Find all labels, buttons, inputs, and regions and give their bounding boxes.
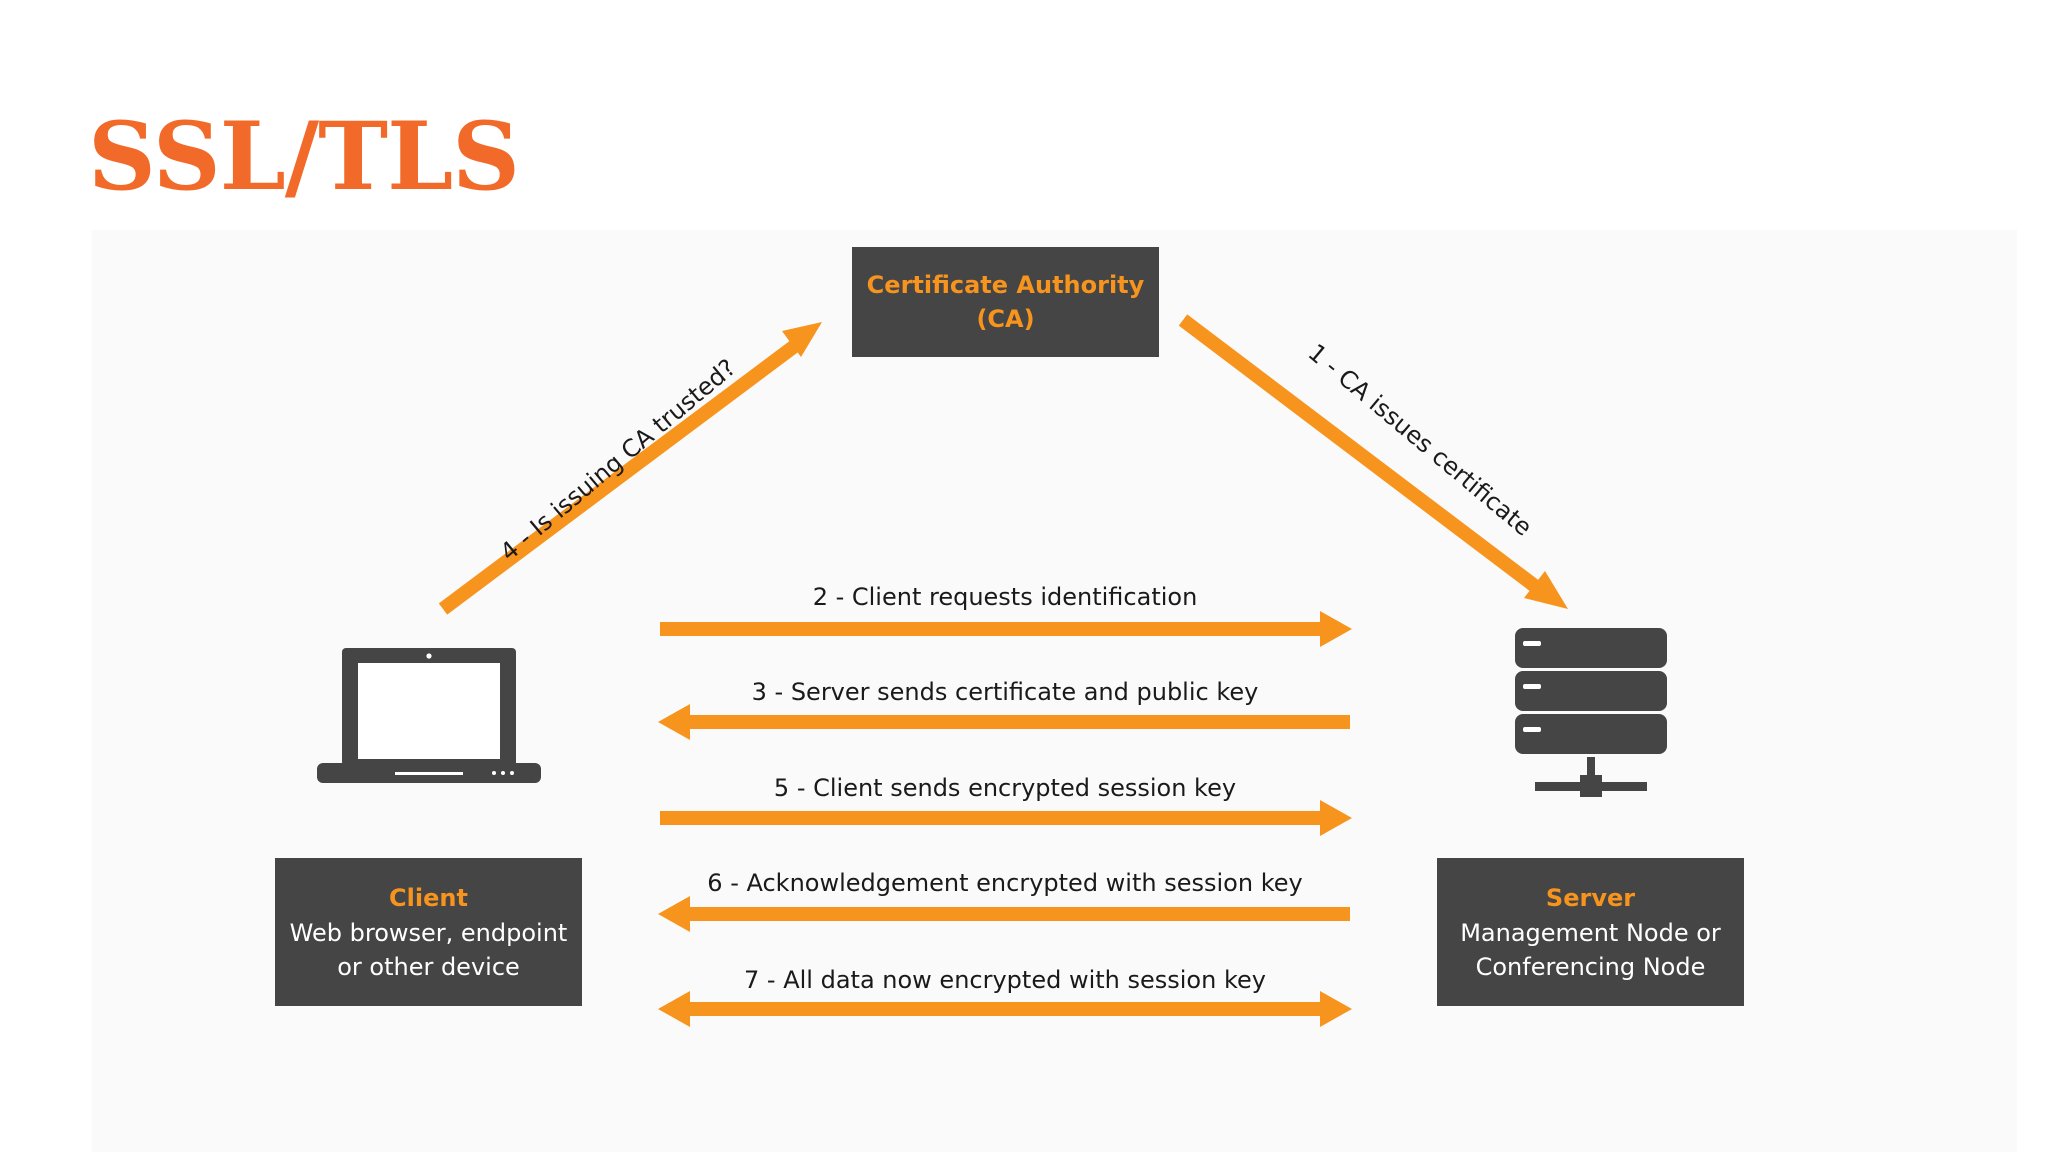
arrow-client-to-ca [438, 322, 822, 615]
step-7-label: 7 - All data now encrypted with session … [744, 966, 1266, 994]
arrow-step-3-left [658, 704, 1350, 740]
laptop-icon [317, 648, 541, 783]
arrow-step-5-right [660, 800, 1352, 836]
certificate-authority-box: Certificate Authority (CA) [852, 247, 1159, 357]
page-title: SSL/TLS [88, 102, 520, 212]
arrow-ca-to-server [1178, 314, 1568, 609]
client-title: Client [389, 883, 468, 912]
ca-title: Certificate Authority [866, 271, 1145, 299]
arrow-step-7-bidirectional [658, 991, 1352, 1027]
server-description-line-2: Conferencing Node [1475, 952, 1706, 981]
ca-subtitle: (CA) [976, 305, 1035, 333]
server-box: Server Management Node or Conferencing N… [1437, 858, 1744, 1006]
server-rack-icon [1515, 628, 1667, 797]
step-3-label: 3 - Server sends certificate and public … [751, 678, 1259, 706]
client-description-line-2: or other device [337, 952, 520, 981]
arrow-step-6-left [658, 896, 1350, 932]
step-2-label: 2 - Client requests identification [812, 583, 1198, 611]
arrow-step-2-right [660, 611, 1352, 647]
server-title: Server [1545, 883, 1636, 912]
server-description-line-1: Management Node or [1460, 918, 1721, 947]
client-description-line-1: Web browser, endpoint [289, 918, 568, 947]
step-5-label: 5 - Client sends encrypted session key [773, 774, 1237, 802]
step-6-label: 6 - Acknowledgement encrypted with sessi… [707, 869, 1303, 897]
client-box: Client Web browser, endpoint or other de… [275, 858, 582, 1006]
